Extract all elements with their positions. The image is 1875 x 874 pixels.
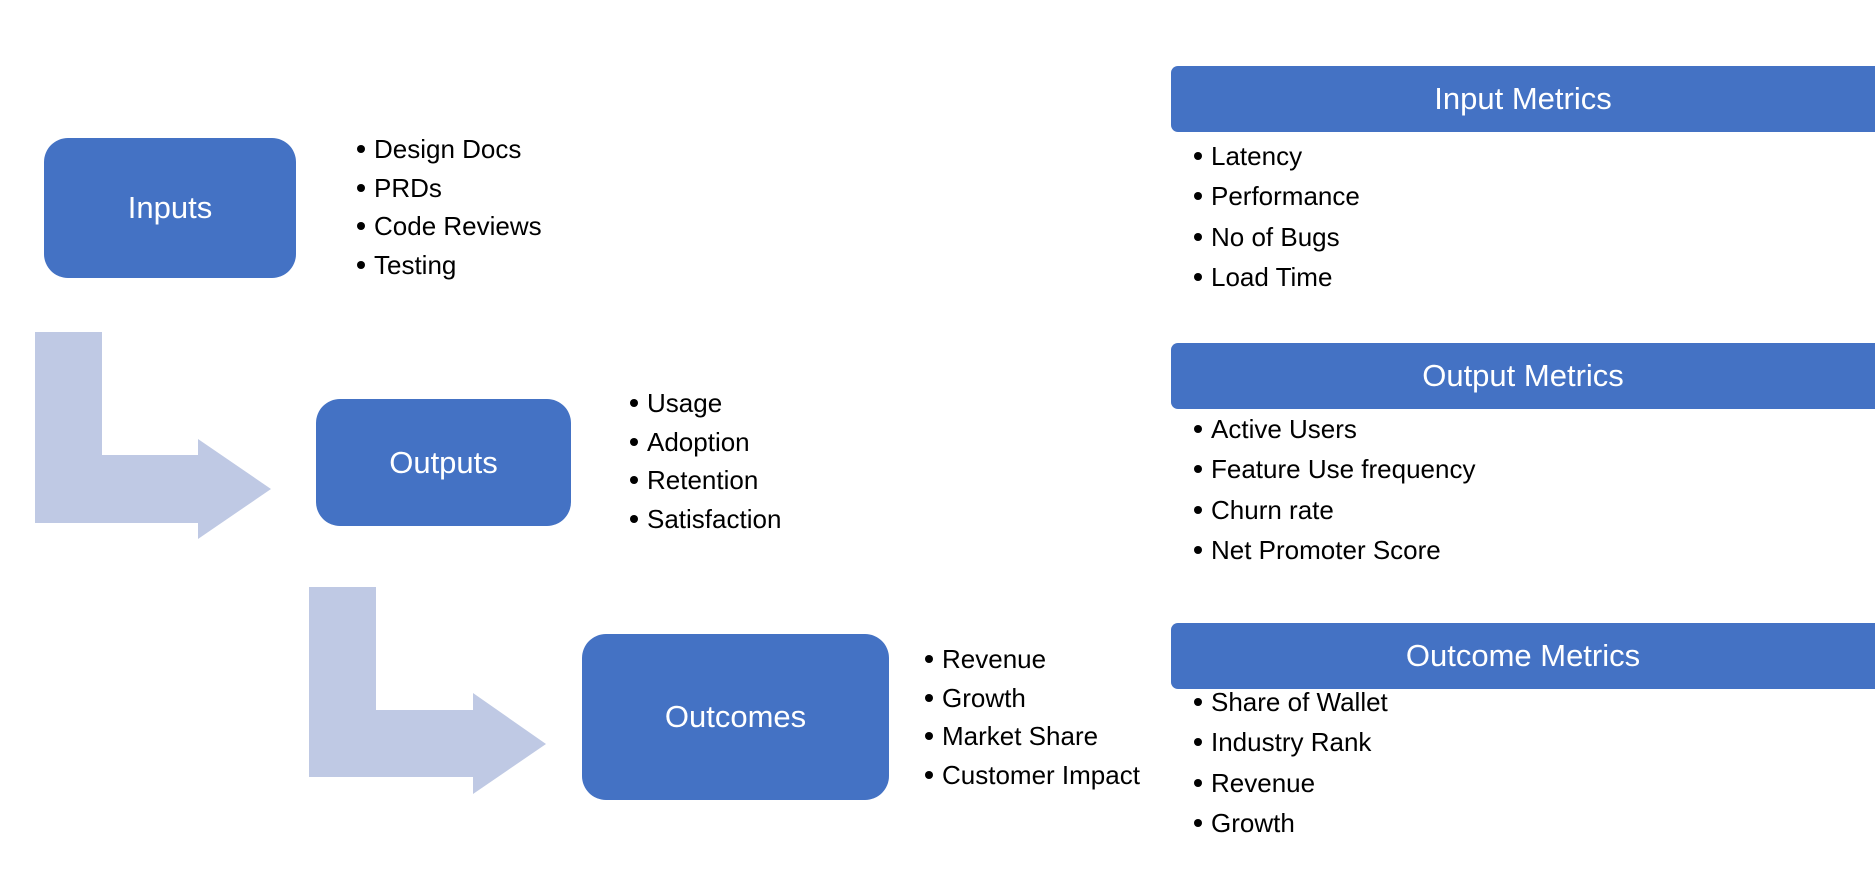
list-item: Active Users [1194, 409, 1475, 449]
list-item: Satisfaction [630, 500, 781, 539]
list-item: PRDs [357, 169, 542, 208]
input-metrics-header: Input Metrics [1171, 66, 1875, 132]
output-metrics-list: Active Users Feature Use frequency Churn… [1194, 409, 1475, 570]
list-item: Growth [1194, 803, 1388, 843]
list-item: Retention [630, 461, 781, 500]
list-item: Industry Rank [1194, 722, 1388, 762]
outcome-metrics-list: Share of Wallet Industry Rank Revenue Gr… [1194, 682, 1388, 843]
list-item: Code Reviews [357, 207, 542, 246]
inputs-label: Inputs [127, 190, 213, 225]
list-item: Load Time [1194, 257, 1360, 297]
outcomes-bullet-list: Revenue Growth Market Share Customer Imp… [925, 640, 1140, 794]
list-item: Customer Impact [925, 756, 1140, 795]
list-item: Testing [357, 246, 542, 285]
inputs-box: Inputs [44, 138, 296, 278]
list-item: Usage [630, 384, 781, 423]
list-item: Feature Use frequency [1194, 449, 1475, 489]
bent-arrow-inputs-to-outputs [35, 332, 271, 539]
bent-arrow-outputs-to-outcomes [309, 587, 546, 794]
outputs-box: Outputs [316, 399, 571, 526]
input-metrics-title: Input Metrics [1434, 81, 1612, 116]
list-item: Growth [925, 679, 1140, 718]
list-item: Market Share [925, 717, 1140, 756]
list-item: No of Bugs [1194, 217, 1360, 257]
outcomes-box: Outcomes [582, 634, 889, 800]
list-item: Adoption [630, 423, 781, 462]
list-item: Revenue [1194, 763, 1388, 803]
outputs-label: Outputs [389, 444, 498, 480]
list-item: Latency [1194, 136, 1360, 176]
output-metrics-header: Output Metrics [1171, 343, 1875, 409]
list-item: Revenue [925, 640, 1140, 679]
list-item: Churn rate [1194, 490, 1475, 530]
inputs-bullet-list: Design Docs PRDs Code Reviews Testing [357, 130, 542, 284]
list-item: Net Promoter Score [1194, 530, 1475, 570]
list-item: Share of Wallet [1194, 682, 1388, 722]
list-item: Performance [1194, 176, 1360, 216]
list-item: Design Docs [357, 130, 542, 169]
output-metrics-title: Output Metrics [1422, 358, 1624, 393]
outputs-bullet-list: Usage Adoption Retention Satisfaction [630, 384, 781, 538]
outcome-metrics-title: Outcome Metrics [1405, 638, 1641, 673]
input-metrics-list: Latency Performance No of Bugs Load Time [1194, 136, 1360, 297]
outcome-metrics-header: Outcome Metrics [1171, 623, 1875, 689]
outcomes-label: Outcomes [664, 699, 807, 734]
